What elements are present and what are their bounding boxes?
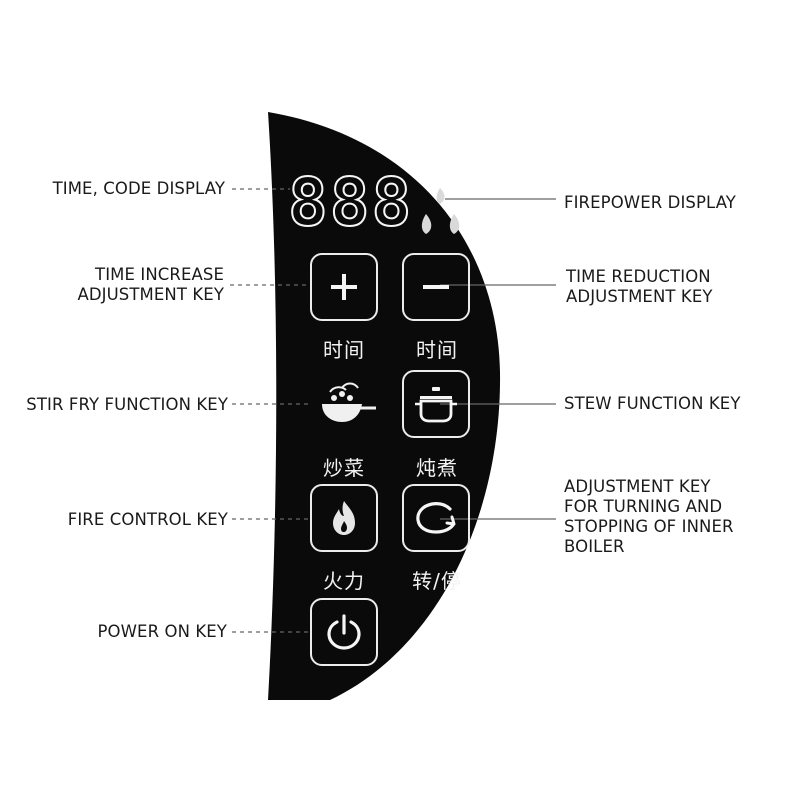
pot-icon — [415, 387, 457, 423]
callout-time-reduction: TIME REDUCTION ADJUSTMENT KEY — [566, 267, 713, 307]
callout-time-increase-line2: ADJUSTMENT KEY — [77, 285, 224, 304]
callout-time-increase-line1: TIME INCREASE — [95, 265, 224, 284]
stir-fry-button[interactable] — [312, 380, 378, 428]
callout-fire-control: FIRE CONTROL KEY — [20, 510, 228, 530]
callout-turning-line4: BOILER — [564, 537, 625, 556]
firepower-display — [416, 184, 472, 244]
callout-power-on-text: POWER ON KEY — [97, 622, 227, 641]
turn-stop-button[interactable] — [402, 484, 470, 552]
time-code-display: 888 — [287, 164, 414, 241]
leader-lines-right — [440, 198, 556, 520]
time-increase-label: 时间 — [323, 338, 365, 362]
fire-control-label: 火力 — [323, 569, 365, 593]
flame-icon — [421, 188, 460, 234]
callout-firepower-display: FIREPOWER DISPLAY — [564, 193, 736, 213]
time-reduction-label: 时间 — [416, 338, 458, 362]
stir-fry-label: 炒菜 — [323, 456, 365, 480]
time-reduction-button[interactable] — [402, 253, 470, 321]
callout-firepower-display-text: FIREPOWER DISPLAY — [564, 193, 736, 212]
wok-icon — [322, 382, 376, 422]
callout-time-reduction-line1: TIME REDUCTION — [566, 267, 711, 286]
stew-button[interactable] — [402, 370, 470, 438]
minus-icon — [423, 285, 449, 289]
callout-time-increase: TIME INCREASE ADJUSTMENT KEY — [20, 265, 224, 305]
rotate-icon — [416, 502, 456, 534]
flame-icon — [333, 501, 355, 535]
time-increase-button[interactable] — [310, 253, 378, 321]
callout-turning-line3: STOPPING OF INNER — [564, 517, 734, 536]
stew-label: 炖煮 — [416, 456, 458, 480]
turn-stop-label: 转/停 — [412, 569, 462, 593]
callout-stir-fry: STIR FRY FUNCTION KEY — [0, 395, 228, 415]
callout-power-on: POWER ON KEY — [20, 622, 227, 642]
callout-turning: ADJUSTMENT KEY FOR TURNING AND STOPPING … — [564, 477, 734, 557]
plus-icon — [331, 274, 357, 300]
callout-time-code-display-text: TIME, CODE DISPLAY — [52, 179, 225, 198]
callout-stir-fry-text: STIR FRY FUNCTION KEY — [26, 395, 228, 414]
leader-lines — [230, 188, 310, 633]
callout-turning-line2: FOR TURNING AND — [564, 497, 723, 516]
power-icon — [327, 614, 361, 650]
callout-time-reduction-line2: ADJUSTMENT KEY — [566, 287, 713, 306]
callout-turning-line1: ADJUSTMENT KEY — [564, 477, 711, 496]
callout-fire-control-text: FIRE CONTROL KEY — [67, 510, 228, 529]
control-panel-body — [268, 112, 501, 700]
power-button[interactable] — [310, 598, 378, 666]
fire-control-button[interactable] — [310, 484, 378, 552]
callout-stew: STEW FUNCTION KEY — [564, 394, 741, 414]
callout-time-code-display: TIME, CODE DISPLAY — [20, 179, 225, 199]
callout-stew-text: STEW FUNCTION KEY — [564, 394, 741, 413]
